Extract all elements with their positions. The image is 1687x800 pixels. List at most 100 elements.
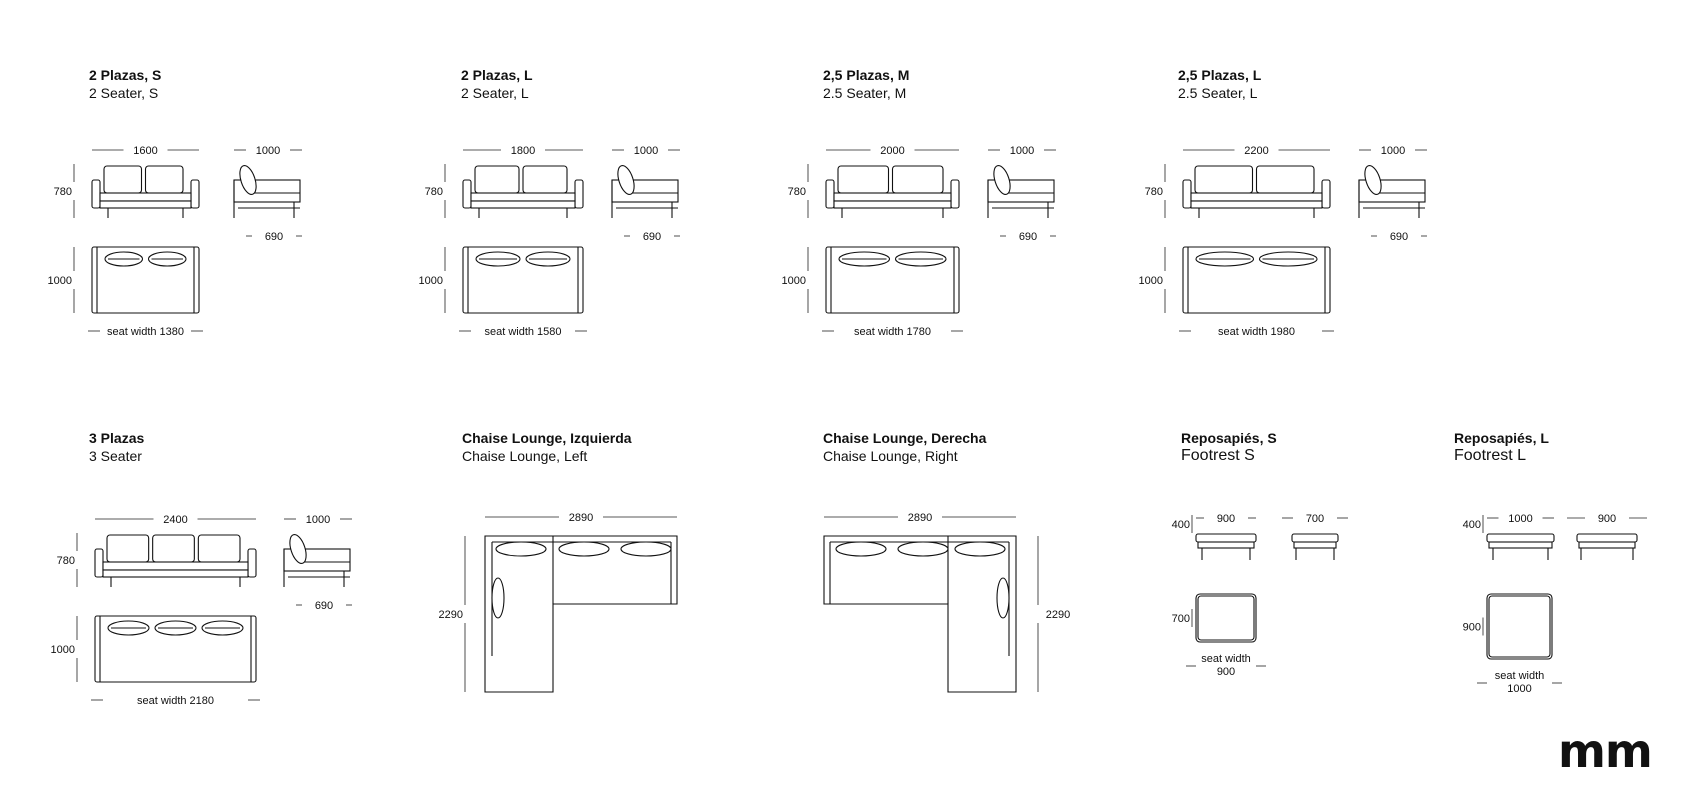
side-back-cushion (1364, 165, 1382, 195)
depth-label: 690 (643, 231, 661, 243)
seat-width-value: 900 (1217, 666, 1235, 678)
footrest-plan-inner (1197, 595, 1255, 641)
product-name-es: 2 Plazas, L (461, 67, 533, 83)
back-cushion (522, 165, 568, 194)
sofa-arm (950, 179, 960, 209)
product-name-en: Chaise Lounge, Right (823, 448, 958, 464)
height-label: 780 (54, 186, 72, 198)
product-name-en: Chaise Lounge, Left (462, 448, 588, 464)
sofa-base (102, 569, 249, 578)
side-back-cushion (993, 165, 1011, 195)
footrest-side-base (1293, 541, 1337, 549)
depth-label: 1000 (634, 145, 658, 157)
depth-label: 900 (1598, 513, 1616, 525)
footrest-cushion (1486, 533, 1555, 543)
depth-label: 2290 (439, 609, 463, 621)
chaise-back-cushion (558, 541, 610, 557)
seat-cushion (833, 192, 952, 202)
footrest-base (1197, 541, 1255, 549)
product-title-chaise-left: Chaise Lounge, Izquierda Chaise Lounge, … (462, 429, 632, 465)
side-back-cushion (239, 165, 257, 195)
product-name-en: 3 Seater (89, 448, 142, 464)
height-label: 780 (788, 186, 806, 198)
depth-label: 690 (1019, 231, 1037, 243)
seat-width-label: seat width 1980 (1218, 326, 1295, 338)
product-name-es: 3 Plazas (89, 430, 145, 446)
product-name-es: Reposapiés, S (1181, 430, 1277, 446)
width-label: 2890 (569, 512, 593, 524)
footrest-plan-inner (1488, 595, 1551, 658)
plan-depth-label: 1000 (782, 275, 806, 287)
sofa-base (1190, 200, 1323, 209)
chaise-back-cushion (954, 541, 1006, 557)
product-name-es: Chaise Lounge, Izquierda (462, 430, 632, 446)
width-label: 1800 (511, 145, 535, 157)
chaise-side-cushion (996, 577, 1010, 619)
chaise-outline (823, 535, 1017, 693)
product-name-en: Footrest S (1181, 447, 1255, 464)
back-cushion (474, 165, 520, 194)
plan-depth-label: 1000 (48, 275, 72, 287)
back-cushion (1194, 165, 1254, 194)
product-name-es: Reposapiés, L (1454, 430, 1549, 446)
back-cushion (144, 165, 184, 194)
brand-logo: mm (1558, 724, 1653, 778)
product-title-2-5-seater-m: 2,5 Plazas, M 2.5 Seater, M (823, 66, 909, 102)
sofa-arm (94, 548, 104, 578)
height-label: 400 (1172, 519, 1190, 531)
depth-label: 1000 (256, 145, 280, 157)
back-cushion (197, 534, 241, 563)
side-back-cushion (289, 534, 307, 564)
seat-cushion (470, 192, 576, 202)
sofa-arm (91, 179, 101, 209)
height-label: 400 (1463, 519, 1481, 531)
plan-depth-label: 1000 (1139, 275, 1163, 287)
back-cushion (1255, 165, 1315, 194)
back-cushion (152, 534, 195, 563)
seat-width-label: seat width 1580 (484, 326, 561, 338)
seat-width-value: 1000 (1507, 683, 1531, 695)
width-label: 1600 (133, 145, 157, 157)
side-back-cushion (617, 165, 635, 195)
sofa-arm (1321, 179, 1331, 209)
chaise-back-cushion (835, 541, 887, 557)
seat-cushion (99, 192, 192, 202)
product-title-2-5-seater-l: 2,5 Plazas, L 2.5 Seater, L (1178, 66, 1261, 102)
height-label: 780 (57, 555, 75, 567)
chaise-back-cushion (897, 541, 949, 557)
width-label: 2000 (880, 145, 904, 157)
product-name-en: 2 Seater, S (89, 85, 159, 101)
back-cushion (837, 165, 890, 194)
sofa-base (470, 200, 576, 209)
product-name-en: Footrest L (1454, 447, 1527, 464)
product-name-en: 2.5 Seater, L (1178, 85, 1258, 101)
depth-label: 1000 (306, 514, 330, 526)
product-title-2-seater-s: 2 Plazas, S 2 Seater, S (89, 66, 161, 102)
sofa-arm (574, 179, 584, 209)
seat-width-label: seat width (1201, 653, 1251, 665)
seat-width-label: seat width (1495, 670, 1545, 682)
product-title-chaise-right: Chaise Lounge, Derecha Chaise Lounge, Ri… (823, 429, 986, 465)
sofa-arm (190, 179, 200, 209)
width-label: 900 (1217, 513, 1235, 525)
depth-label: 2290 (1046, 609, 1070, 621)
sofa-arm (1182, 179, 1192, 209)
back-cushion (891, 165, 944, 194)
sofa-arm (462, 179, 472, 209)
chaise-back-cushion (495, 541, 547, 557)
chaise-back-cushion (620, 541, 672, 557)
back-cushion (103, 165, 143, 194)
seat-width-label: seat width 1780 (854, 326, 931, 338)
chaise-side-cushion (491, 577, 505, 619)
seat-width-label: seat width 2180 (137, 695, 214, 707)
plan-depth-label: 900 (1463, 622, 1481, 634)
height-label: 780 (425, 186, 443, 198)
back-cushion (106, 534, 150, 563)
depth-label: 690 (265, 231, 283, 243)
